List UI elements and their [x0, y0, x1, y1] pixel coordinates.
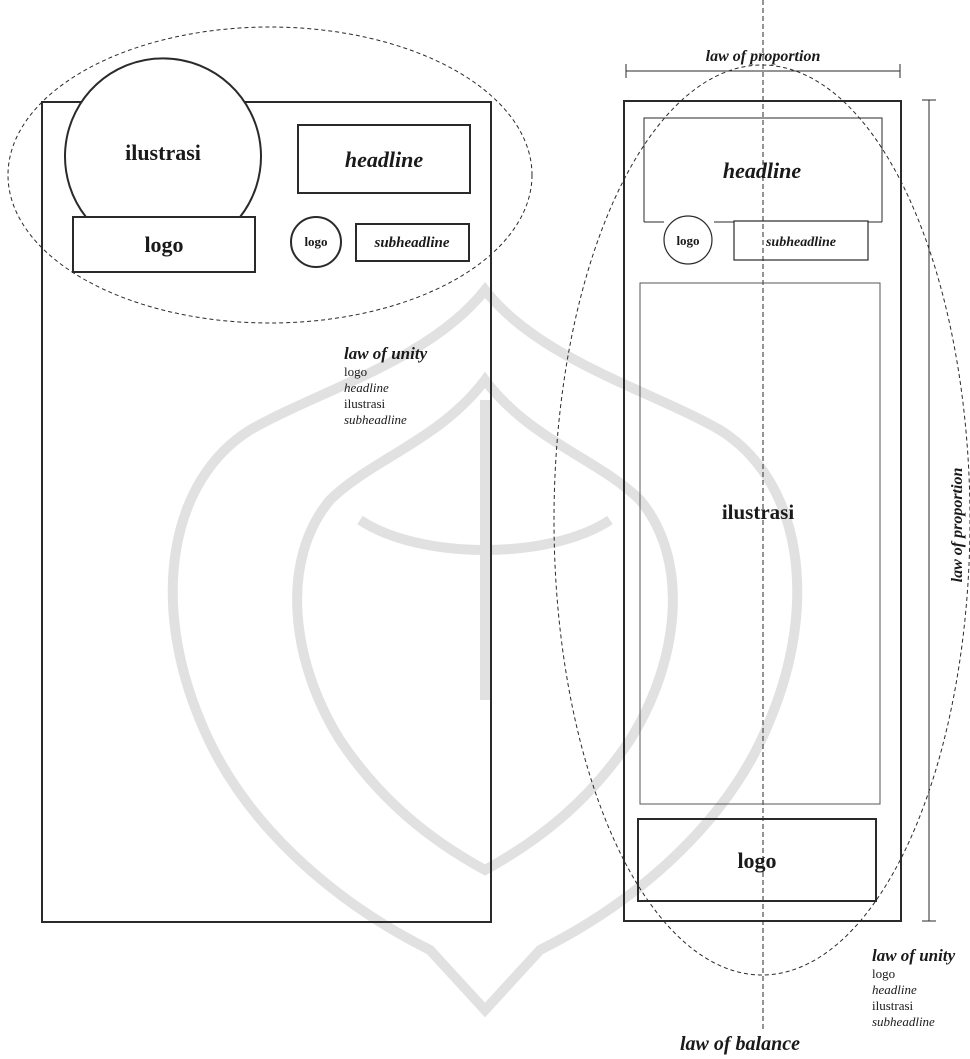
unity-note-item: ilustrasi: [344, 396, 386, 411]
proportion-side-label: law of proportion: [949, 468, 966, 583]
left-layout: [8, 27, 532, 922]
ilustrasi-panel: [640, 283, 880, 804]
ilustrasi-label: ilustrasi: [722, 500, 795, 524]
ilustrasi-label: ilustrasi: [125, 140, 201, 165]
unity-note-title: law of unity: [872, 946, 956, 965]
logo-large-label: logo: [144, 232, 183, 257]
ilustrasi-circle: [65, 58, 261, 217]
proportion-top-label: law of proportion: [706, 48, 821, 65]
right-unity-note: law of unity logo headline ilustrasi sub…: [872, 946, 956, 1029]
headline-label: headline: [345, 147, 423, 172]
subheadline-label: subheadline: [373, 235, 449, 251]
unity-note-item: logo: [872, 966, 895, 981]
logo-small-label: logo: [676, 233, 699, 248]
left-unity-note: law of unity logo headline ilustrasi sub…: [344, 344, 428, 427]
logo-small-label: logo: [304, 234, 327, 249]
unity-note-item: logo: [344, 364, 367, 379]
unity-note-item: subheadline: [872, 1014, 935, 1029]
unity-note-item: headline: [872, 982, 917, 997]
unity-note-item: ilustrasi: [872, 998, 914, 1013]
unity-note-item: subheadline: [344, 412, 407, 427]
unity-note-title: law of unity: [344, 344, 428, 363]
subheadline-label: subheadline: [765, 235, 836, 250]
balance-label: law of balance: [680, 1033, 800, 1055]
headline-label: headline: [723, 158, 801, 183]
logo-bottom-label: logo: [737, 848, 776, 873]
unity-note-item: headline: [344, 380, 389, 395]
